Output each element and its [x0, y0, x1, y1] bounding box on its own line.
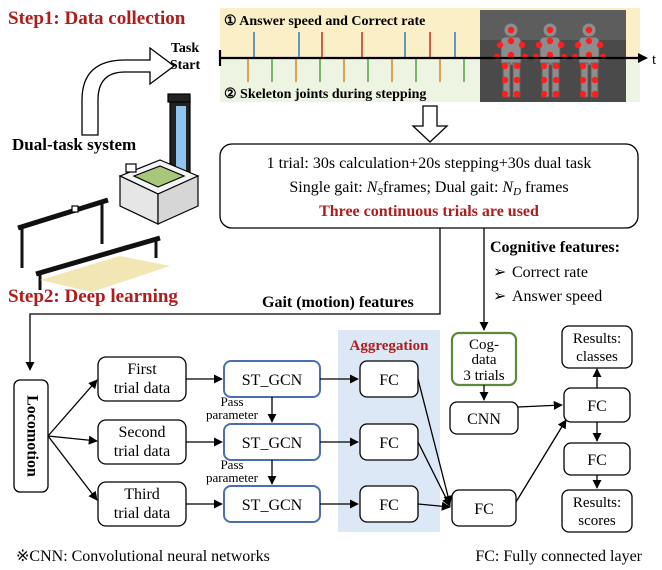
- step1-title: Step1: Data collection: [8, 8, 186, 29]
- down-arrow-icon: [411, 105, 449, 143]
- results-classes-label-2: classes: [576, 349, 618, 365]
- st-gcn-label-1: ST_GCN: [242, 372, 303, 389]
- skeleton-image: [480, 10, 626, 102]
- merge-fc-box: [451, 489, 517, 527]
- aggregation-fc-label-1: FC: [379, 372, 399, 389]
- cognitive-bullet-icon: ➢: [493, 264, 506, 281]
- cog-data-label-3: 3 trials: [463, 368, 504, 384]
- aggregation-label: Aggregation: [350, 338, 430, 354]
- cog-data-label-2: data: [472, 352, 497, 368]
- final-fc-label: FC: [587, 398, 607, 415]
- step2-title: Step2: Deep learning: [8, 286, 178, 307]
- trial-line-3: Three continuous trials are used: [319, 203, 539, 220]
- cognitive-bullet-icon: ➢: [493, 288, 506, 305]
- trial-description-box: [219, 143, 639, 229]
- skeleton-ticks: [247, 58, 465, 82]
- third-trial-label-2: trial data: [114, 505, 170, 522]
- aggregation-fc-label-2: FC: [379, 435, 399, 452]
- cognitive-item-answer-speed: Answer speed: [512, 288, 602, 305]
- pass-param-label-2b: parameter: [206, 470, 259, 485]
- trial-line-2: Single gait: NSframes; Dual gait: ND fra…: [289, 179, 568, 198]
- results-scores-label-2: scores: [578, 513, 616, 529]
- footnote-cnn: ※CNN: Convolutional neural networks: [16, 548, 270, 565]
- merge-fc-label: FC: [474, 501, 494, 518]
- cognitive-item-correct-rate: Correct rate: [512, 264, 588, 281]
- timeline-item2: ② Skeleton joints during stepping: [224, 87, 426, 102]
- cog-data-label-1: Cog-: [469, 337, 499, 353]
- first-trial-label-2: trial data: [114, 380, 170, 397]
- results-scores-box: [561, 489, 633, 533]
- trial-line-1: 1 trial: 30s calculation+20s stepping+30…: [267, 155, 592, 172]
- dual-task-system-icon: [17, 93, 200, 292]
- st-gcn-label-2: ST_GCN: [242, 435, 303, 452]
- pass-param-label-2a: Pass: [220, 457, 243, 472]
- timeline-item1: ① Answer speed and Correct rate: [224, 14, 425, 29]
- task-start-arrow-icon: [81, 46, 176, 136]
- first-trial-label-1: First: [127, 361, 157, 378]
- results-classes-box: [561, 325, 633, 369]
- dual-task-system-label: Dual-task system: [12, 135, 136, 154]
- pass-param-label-1b: parameter: [206, 407, 259, 422]
- task-start-label-1: Task: [171, 41, 200, 56]
- st-gcn-label-3: ST_GCN: [242, 497, 303, 514]
- aggregation-fc-label-3: FC: [379, 497, 399, 514]
- results-scores-label-1: Results:: [573, 495, 621, 511]
- axis-label-t: t: [652, 52, 657, 68]
- pass-param-label-1a: Pass: [220, 394, 243, 409]
- answer-ticks: [253, 32, 456, 58]
- gait-features-label: Gait (motion) features: [262, 294, 414, 311]
- gait-features-arrow: [25, 228, 441, 371]
- footnote-fc: FC: Fully connected layer: [475, 548, 642, 565]
- locomotion-label: Locomotion: [23, 395, 40, 477]
- cnn-label: CNN: [467, 411, 501, 428]
- second-trial-label-1: Second: [118, 424, 165, 441]
- task-start-label-2: Start: [170, 58, 201, 73]
- score-fc-label: FC: [587, 452, 607, 469]
- results-classes-label-1: Results:: [573, 331, 621, 347]
- second-trial-label-2: trial data: [114, 443, 170, 460]
- cnn-box: [449, 401, 519, 435]
- cognitive-features-title: Cognitive features:: [490, 239, 620, 256]
- third-trial-label-1: Third: [124, 486, 160, 503]
